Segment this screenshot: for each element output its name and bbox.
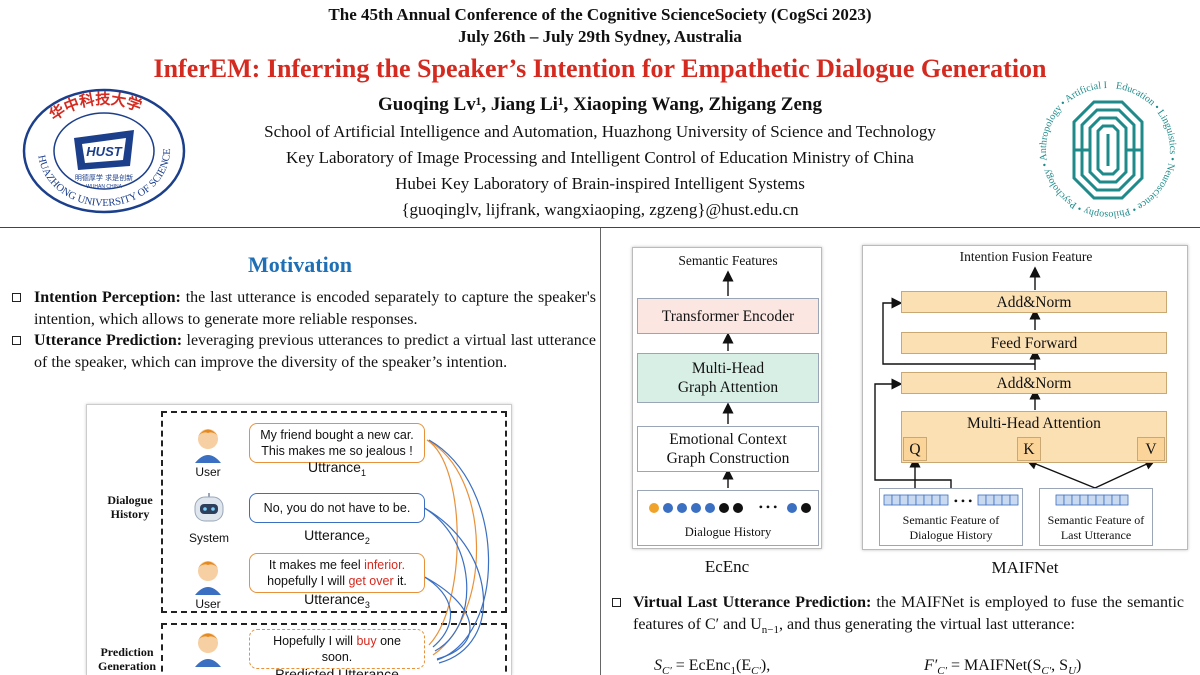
role-user-2: User (195, 597, 221, 611)
predicted-utterance-bubble: Hopefully I will buy one soon. (249, 629, 425, 669)
ecenc-caption: EcEnc (704, 557, 750, 576)
bullet-head: Intention Perception: (34, 289, 181, 306)
connection-curves (418, 439, 490, 664)
bullet-square-icon (12, 293, 21, 302)
robot-avatar-icon (194, 493, 224, 522)
logo-word-philosophy: Philosophy (1082, 205, 1131, 220)
prediction-box (161, 623, 507, 675)
affiliation-1: School of Artificial Intelligence and Au… (264, 122, 936, 141)
history-dots: • • • (649, 500, 811, 514)
vlu-text-2: , and thus generating the virtual last u… (779, 615, 1075, 633)
conference-dates: July 26th – July 29th Sydney, Australia (458, 27, 742, 46)
bullet-square-icon (12, 336, 21, 345)
bullet-intention-perception: Intention Perception: the last utterance… (12, 287, 596, 330)
bullet-text: leveraging previous utterances to predic… (34, 332, 596, 371)
motivation-bullets: Intention Perception: the last utterance… (12, 287, 596, 373)
graph-construction-block: Emotional Context Graph Construction (637, 426, 819, 472)
ecenc-top-label: Semantic Features (678, 253, 778, 268)
add-norm-block-bottom: Add&Norm (901, 372, 1167, 394)
logo-motto: 明德厚学 求是创新 (75, 173, 133, 182)
cogsci-logo: Education • Linguistics • Neuroscience •… (1036, 72, 1179, 220)
equation-ecenc: SC′ = EcEnc1(EC′), (654, 657, 771, 675)
bullet-square-icon (612, 598, 621, 607)
dialogue-history-box (161, 411, 507, 613)
logo-word-linguistics: Linguistics (1155, 108, 1178, 155)
logo-mark: HUST (86, 144, 122, 159)
logo-word-anthropology: Anthropology (1038, 103, 1064, 161)
utterance-bubble-2: No, you do not have to be. (249, 493, 425, 523)
utterance-label-2: Utterance2 (304, 527, 370, 546)
value-box: V (1137, 437, 1165, 461)
author-emails: {guoqinglv, lijfrank, wangxiaoping, zgze… (401, 200, 799, 219)
header-divider (0, 227, 1200, 228)
user-avatar-icon (195, 429, 221, 463)
ecenc-arrows (722, 270, 734, 488)
dialogue-history-text: Dialogue History (684, 525, 772, 539)
utterance-bubble-1: My friend bought a new car. This makes m… (249, 423, 425, 463)
role-user-1: User (195, 465, 221, 479)
key-box: K (1017, 437, 1041, 461)
motivation-title: Motivation (248, 252, 352, 277)
feature-ellipsis: • • • (954, 494, 973, 508)
conference-name: The 45th Annual Conference of the Cognit… (328, 5, 872, 24)
vlu-head: Virtual Last Utterance Prediction: (633, 594, 872, 611)
bullet-head: Utterance Prediction: (34, 332, 183, 349)
affiliation-2: Key Laboratory of Image Processing and I… (286, 148, 914, 167)
bullet-utterance-prediction: Utterance Prediction: leveraging previou… (12, 330, 596, 373)
vlu-text: the MAIFNet is employed to fuse the sema… (633, 594, 1184, 633)
user-avatar-icon (195, 561, 221, 595)
vlu-subscript: n−1 (761, 623, 780, 636)
maze-icon (1072, 100, 1144, 200)
column-divider (600, 228, 601, 675)
dialogue-history-label: Dialogue History (107, 493, 153, 521)
author-list: Guoqing Lv¹, Jiang Li¹, Xiaoping Wang, Z… (378, 94, 822, 115)
transformer-encoder-block: Transformer Encoder (637, 298, 819, 334)
university-logo: 华中科技大学 HUAZHONG UNIVERSITY OF SCIENCE AN… (18, 80, 186, 214)
example-figure: Dialogue History Prediction Generation U… (86, 404, 512, 675)
equation-maifnet: F′C′ = MAIFNet(SC′, SU) (924, 657, 1082, 675)
logo-word-education: Education (1115, 81, 1157, 109)
virtual-last-utterance-section: Virtual Last Utterance Prediction: the M… (612, 592, 1184, 641)
feature-cells (1055, 494, 1129, 506)
paper-title: InferEM: Inferring the Speaker’s Intenti… (153, 54, 1047, 83)
feature-cells: • • • (883, 494, 1019, 508)
query-box: Q (903, 437, 927, 461)
prediction-label: Prediction Generation (98, 645, 156, 673)
dialogue-history-feature-block: • • • Semantic Feature of Dialogue Histo… (879, 488, 1023, 546)
ecenc-diagram: Semantic Features Transformer Encoder Mu… (632, 247, 822, 549)
dialogue-history-block: • • • Dialogue History (637, 490, 819, 546)
user-avatar-icon (195, 633, 221, 667)
utterance-label-1: Uttrance1 (308, 459, 366, 478)
history-ellipsis: • • • (759, 500, 778, 514)
logo-sub: WUHAN CHINA (86, 184, 122, 190)
feed-forward-block: Feed Forward (901, 332, 1167, 354)
dialogue-history-feature-label: Semantic Feature of Dialogue History (902, 513, 1000, 542)
role-system: System (188, 531, 229, 545)
maifnet-top-label: Intention Fusion Feature (959, 249, 1093, 264)
add-norm-block-top: Add&Norm (901, 291, 1167, 313)
maifnet-diagram: Intention Fusion Feature Add&Norm Feed F… (862, 245, 1188, 550)
utterance-bubble-3: It makes me feel inferior. hopefully I w… (249, 553, 425, 593)
maifnet-caption: MAIFNet (991, 558, 1059, 577)
last-utterance-feature-block: Semantic Feature of Last Utterance (1039, 488, 1153, 546)
affiliation-3: Hubei Key Laboratory of Brain-inspired I… (395, 174, 805, 193)
utterance-label-3: Utterance3 (304, 591, 370, 610)
graph-attention-block: Multi-Head Graph Attention (637, 353, 819, 403)
predicted-utterance-label: Predicted Utterance (275, 666, 399, 675)
bullet-text: the last utterance is encoded separately… (34, 289, 596, 328)
maifnet-arrows (874, 266, 1157, 489)
last-utterance-feature-label: Semantic Feature of Last Utterance (1047, 513, 1145, 542)
